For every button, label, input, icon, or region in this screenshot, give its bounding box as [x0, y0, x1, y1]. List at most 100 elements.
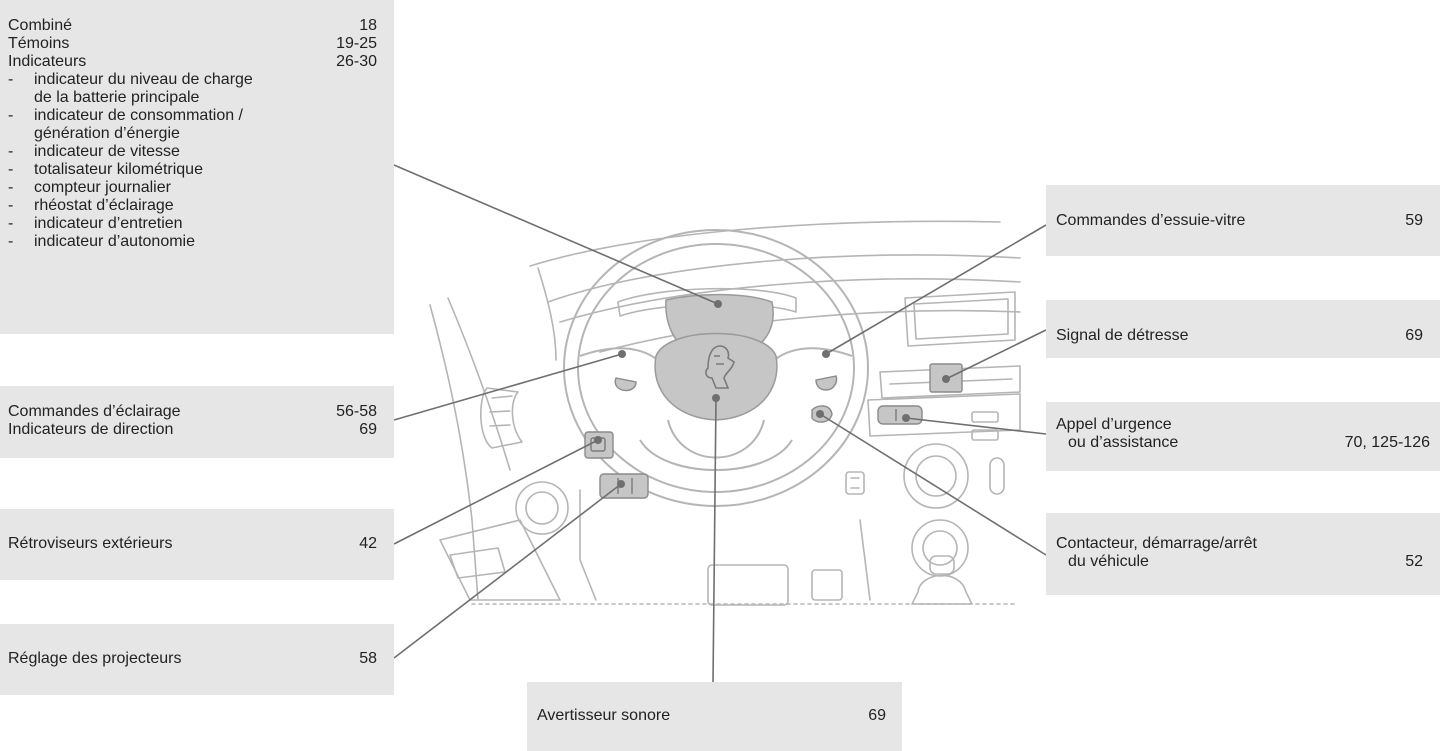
sub-item-text: totalisateur kilométrique — [34, 161, 203, 178]
steering-wheel-rim-inner — [577, 243, 855, 493]
page-appel-urgence: 70, 125-126 — [1344, 434, 1430, 451]
left-round-vent-inner — [525, 491, 559, 525]
callout-wipers: Commandes d’essuie-vitre 59 — [1046, 185, 1440, 256]
pedal-area — [707, 564, 789, 606]
page-avertisseur: 69 — [868, 707, 886, 724]
page-indicateurs-direction: 69 — [359, 421, 377, 438]
leader-ignition — [819, 413, 1047, 556]
sub-item-text: indicateur du niveau de charge de la bat… — [34, 71, 253, 106]
label-contacteur: Contacteur, démarrage/arrêt — [1056, 535, 1257, 552]
sub-item-dash: - — [8, 233, 14, 250]
lower-panel — [811, 569, 843, 601]
callout-mirrors: Rétroviseurs extérieurs 42 — [0, 509, 394, 580]
page-reglage-projecteurs: 58 — [359, 650, 377, 667]
left-vent-slat-1 — [491, 395, 513, 399]
row-appel-urgence: Appel d’urgence — [1056, 416, 1430, 434]
sub-item-dash: - — [8, 179, 14, 196]
label-vehicule: du véhicule — [1068, 553, 1149, 570]
page-temoins: 19-25 — [336, 35, 377, 52]
instrument-hood — [617, 287, 797, 317]
a-pillar-inner — [447, 297, 511, 471]
climate-knob-top-inner — [915, 455, 957, 497]
leader-headlamp-adjust-dot — [617, 480, 625, 488]
dashboard-top-inner — [559, 278, 1021, 323]
row-contacteur: Contacteur, démarrage/arrêt — [1056, 535, 1423, 553]
label-retroviseurs: Rétroviseurs extérieurs — [8, 535, 173, 552]
steering-spoke-left — [579, 347, 661, 363]
leader-instrument-panel-dot — [714, 300, 722, 308]
sub-item-autonomie: - indicateur d’autonomie — [8, 233, 377, 251]
label-detresse: Signal de détresse — [1056, 327, 1189, 344]
callout-hazard: Signal de détresse 69 — [1046, 300, 1440, 358]
sub-item-text: rhéostat d’éclairage — [34, 197, 174, 214]
center-panel — [867, 393, 1021, 437]
left-vent-slat-3 — [489, 424, 511, 427]
dashboard-top — [547, 254, 1021, 303]
windshield-top — [529, 220, 1001, 267]
row-commandes-eclairage: Commandes d’éclairage 56-58 — [8, 403, 377, 421]
sub-item-entretien: - indicateur d’entretien — [8, 215, 377, 233]
leader-hazard — [945, 329, 1047, 380]
climate-knob-bottom-inner — [922, 530, 958, 566]
climate-knob-bottom — [911, 519, 969, 577]
leader-horn-dot — [712, 394, 720, 402]
leader-emergency — [905, 417, 1047, 435]
dash-button — [845, 471, 865, 495]
sub-item-text: indicateur d’entretien — [34, 215, 183, 232]
steering-wheel-rim — [563, 229, 869, 507]
window-switch — [449, 547, 506, 579]
mirror-mount — [537, 267, 557, 361]
leader-hazard-dot — [942, 375, 950, 383]
sub-item-consommation: -indicateur de consommation / génération… — [8, 107, 377, 143]
label-combine: Combiné — [8, 17, 73, 34]
dashboard-ledge — [599, 309, 1021, 353]
lower-dash-left — [579, 489, 597, 601]
page-essuie-vitre: 59 — [1405, 212, 1423, 229]
leader-wipers-dot — [822, 350, 830, 358]
climate-knob-top — [903, 443, 969, 509]
sub-item-dash: - — [8, 197, 14, 214]
left-stalk-highlight — [614, 377, 637, 392]
row-indicateurs-direction: Indicateurs de direction 69 — [8, 421, 377, 439]
sub-item-charge: -indicateur du niveau de charge de la ba… — [8, 71, 377, 107]
right-switch-1 — [971, 411, 999, 423]
page-indicateurs: 26-30 — [336, 53, 377, 70]
sub-item-dash: - — [8, 215, 14, 232]
label-appel-urgence: Appel d’urgence — [1056, 416, 1172, 433]
label-indicateurs-direction: Indicateurs de direction — [8, 421, 174, 438]
right-switch-2 — [971, 429, 999, 441]
leader-mirrors — [393, 439, 599, 545]
label-essuie-vitre: Commandes d’essuie-vitre — [1056, 212, 1246, 229]
leader-mirrors-dot — [594, 436, 602, 444]
row-vehicule: du véhicule 52 — [1056, 553, 1423, 571]
row-temoins: Témoins 19-25 — [8, 35, 377, 53]
a-pillar-outline — [429, 304, 479, 601]
sub-item-dash: - — [8, 107, 14, 124]
leader-lighting — [393, 353, 623, 421]
page-detresse: 69 — [1405, 327, 1423, 344]
callout-headlamp-adjust: Réglage des projecteurs 58 — [0, 624, 394, 695]
leader-horn — [712, 397, 717, 683]
label-commandes-eclairage: Commandes d’éclairage — [8, 403, 181, 420]
row-retroviseurs: Rétroviseurs extérieurs 42 — [8, 535, 377, 553]
sub-item-vitesse: -indicateur de vitesse — [8, 143, 377, 161]
row-indicateurs: Indicateurs 26-30 — [8, 53, 377, 71]
sub-item-text: indicateur de vitesse — [34, 143, 180, 160]
row-assistance: ou d’assistance 70, 125-126 — [1056, 434, 1430, 452]
row-essuie-vitre: Commandes d’essuie-vitre 59 — [1056, 212, 1423, 230]
page-retroviseurs: 42 — [359, 535, 377, 552]
steering-hub-highlight — [654, 332, 778, 421]
center-screen — [904, 291, 1016, 347]
left-vent — [479, 387, 523, 449]
label-temoins: Témoins — [8, 35, 70, 52]
peugeot-lion-logo-icon — [705, 345, 735, 389]
steering-spoke-right — [771, 347, 853, 363]
right-stalk-highlight — [815, 375, 838, 391]
lower-dash-right — [859, 519, 871, 601]
sub-item-dash: - — [8, 161, 14, 178]
row-detresse: Signal de détresse 69 — [1056, 327, 1423, 345]
sub-item-text: indicateur d’autonomie — [34, 233, 195, 250]
row-reglage-projecteurs: Réglage des projecteurs 58 — [8, 650, 377, 668]
page-commandes-eclairage: 56-58 — [336, 403, 377, 420]
callout-emergency: Appel d’urgence ou d’assistance 70, 125-… — [1046, 402, 1440, 471]
